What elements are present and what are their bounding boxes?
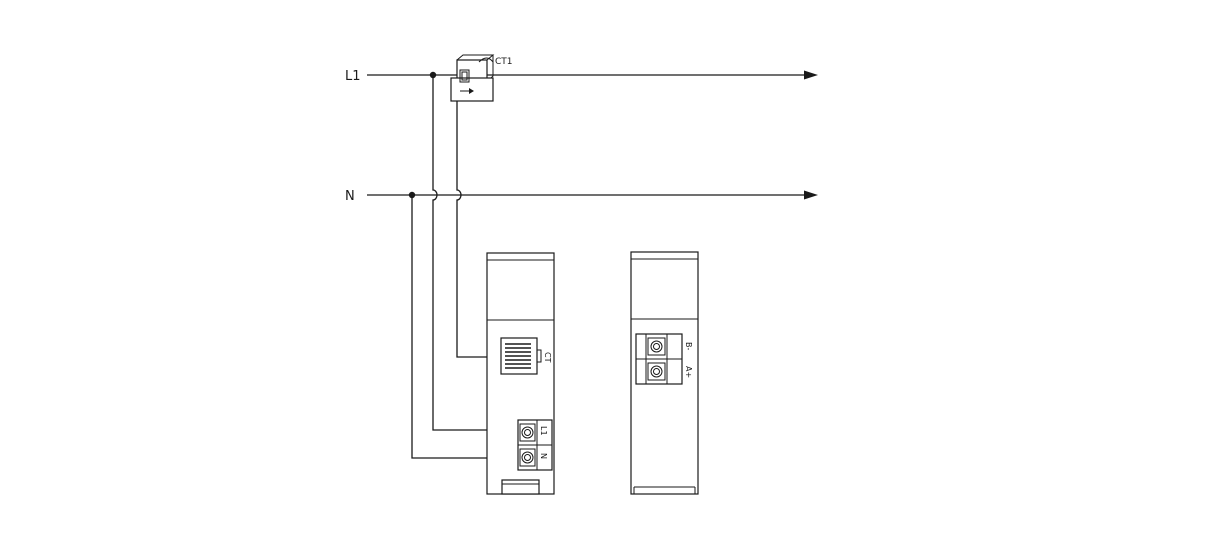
ct-direction-arrow-icon bbox=[460, 88, 474, 94]
n-feed-wire bbox=[411, 195, 520, 459]
a-plus-screw-icon bbox=[650, 365, 663, 378]
b-minus-screw-icon bbox=[650, 340, 663, 353]
terminal-l1-label: L1 bbox=[539, 426, 548, 436]
ct-signal-wire bbox=[456, 101, 501, 358]
bus-terminal-block: B- A+ bbox=[635, 333, 693, 385]
energy-meter-module: CT L1 N bbox=[486, 252, 555, 495]
neutral-conductor bbox=[367, 190, 818, 200]
ct-rj-port: CT bbox=[500, 337, 552, 375]
l1-feed-wire bbox=[432, 75, 520, 431]
current-transformer: CT1 bbox=[450, 54, 513, 102]
terminal-a-plus-label: A+ bbox=[684, 366, 693, 378]
phase-conductor bbox=[367, 70, 818, 80]
terminal-b-minus-label: B- bbox=[684, 342, 693, 350]
ct-port-label: CT bbox=[543, 352, 552, 363]
n-screw-icon bbox=[521, 451, 534, 464]
terminal-n-label: N bbox=[539, 453, 548, 459]
neutral-arrowhead bbox=[804, 190, 818, 200]
communication-module: B- A+ bbox=[630, 251, 699, 495]
neutral-line-label: N bbox=[345, 189, 355, 204]
phase-line-label: L1 bbox=[345, 69, 361, 84]
l1-screw-icon bbox=[521, 426, 534, 439]
phase-arrowhead bbox=[804, 70, 818, 80]
power-terminal-block: L1 N bbox=[517, 419, 553, 471]
ct-label: CT1 bbox=[495, 57, 513, 67]
